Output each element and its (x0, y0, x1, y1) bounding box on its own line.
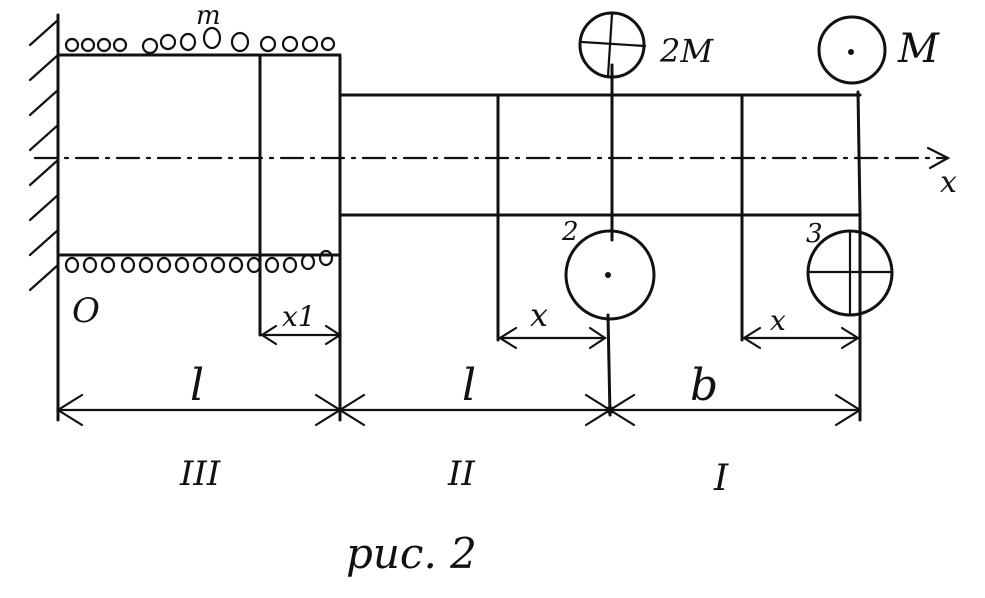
label-node-2: 2 (561, 217, 579, 247)
label-axis-x: x (940, 165, 957, 200)
label-section-2: II (447, 454, 475, 494)
disk-node-3 (806, 229, 894, 317)
fixed-wall (28, 13, 60, 302)
figure-caption: рис. 2 (346, 529, 477, 578)
label-distributed-mass: m (196, 1, 221, 31)
label-node-3: 3 (806, 219, 823, 249)
label-section-1: I (713, 458, 729, 499)
offset-arrow-seg1 (741, 326, 861, 350)
thin-shaft (338, 63, 862, 417)
label-length-seg3: l (190, 360, 204, 411)
distributed-mass-top (64, 26, 336, 55)
label-length-seg2: l (462, 360, 476, 411)
label-offset-seg2: x (530, 296, 548, 334)
mass-2m-disk (578, 11, 647, 79)
label-origin: O (72, 291, 100, 331)
label-section-3: III (179, 454, 221, 494)
centre-axis (33, 146, 951, 170)
mass-m-disk (817, 15, 887, 85)
distributed-mass-bottom (64, 249, 334, 274)
length-dimension-line (55, 213, 863, 427)
thick-shaft (56, 53, 342, 337)
offset-arrow-seg2 (497, 326, 607, 350)
disk-node-2 (564, 229, 656, 321)
label-offset-seg1: x (770, 304, 786, 337)
label-mass-m: M (897, 26, 940, 72)
label-length-seg1: b (690, 360, 718, 411)
label-mass-2m: 2M (659, 32, 714, 70)
label-offset-seg3: x1 (282, 300, 316, 333)
